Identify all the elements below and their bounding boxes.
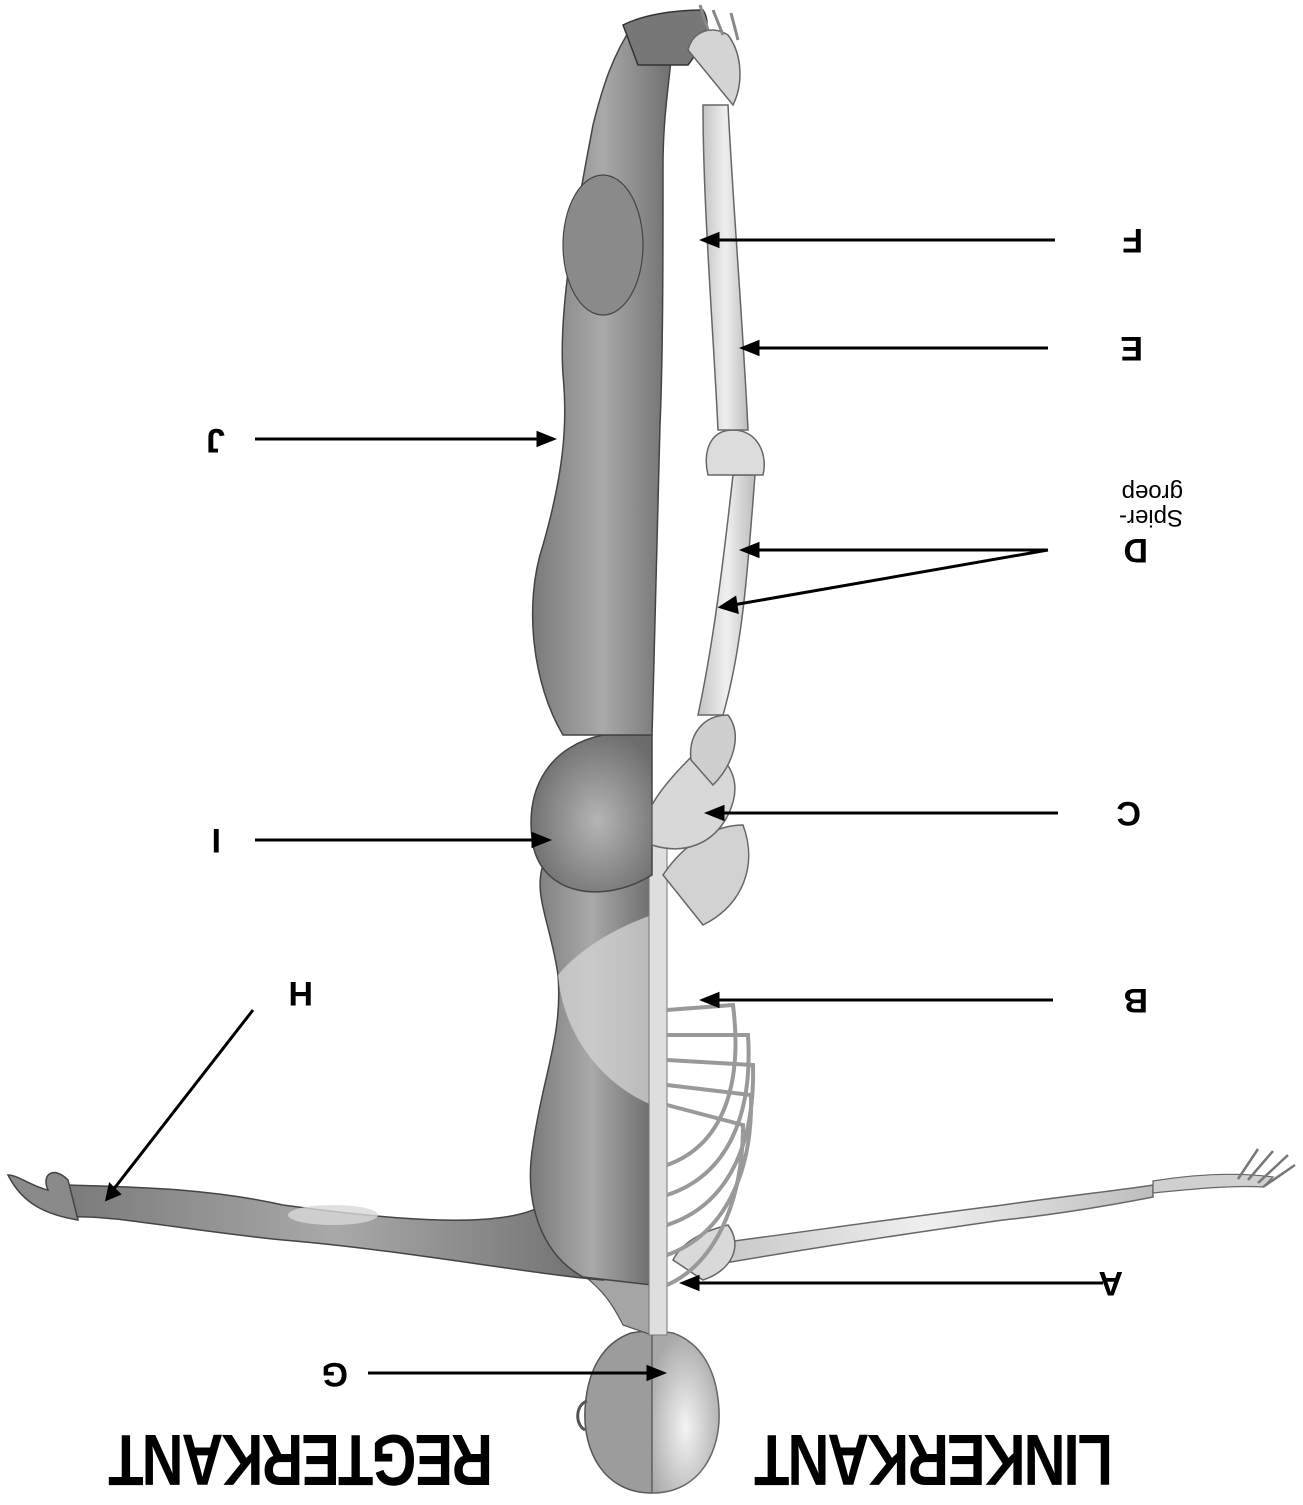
label-D-caption-line1: Spier-	[1119, 505, 1183, 530]
head	[578, 1330, 719, 1493]
muscle-hand	[8, 1173, 78, 1220]
label-H: H	[288, 976, 313, 1010]
calf-muscle	[563, 175, 643, 315]
muscle-torso	[530, 865, 652, 1285]
skull-half	[652, 1330, 719, 1493]
ankle	[688, 30, 740, 105]
arrow-A-head	[683, 1277, 698, 1289]
label-A: A	[1098, 1266, 1123, 1300]
femur	[698, 475, 755, 715]
head-muscle-half	[585, 1330, 652, 1493]
arrow-J-head	[538, 433, 553, 445]
label-D: D	[1123, 533, 1148, 567]
arrow-B-head	[703, 994, 718, 1006]
label-C: C	[1116, 796, 1141, 830]
label-F: F	[1122, 223, 1143, 257]
arrow-H	[113, 1010, 253, 1190]
title-linkerkant: LINKERKANT	[756, 1423, 1113, 1496]
skeleton-arm	[673, 1149, 1295, 1280]
knee	[706, 430, 764, 475]
title-regterkant: REGTERKANT	[110, 1423, 493, 1496]
spine	[649, 825, 667, 1335]
label-B: B	[1123, 983, 1148, 1017]
arrow-F-head	[703, 234, 718, 246]
label-G: G	[322, 1357, 348, 1391]
muscle-leg	[533, 10, 707, 735]
arrow-D2	[733, 550, 1048, 605]
skeleton-hand	[1153, 1174, 1273, 1193]
thigh-and-calf-muscle	[533, 25, 673, 735]
label-E: E	[1120, 331, 1143, 365]
arrow-E-head	[743, 342, 758, 354]
label-D-caption: Spier- groep	[1119, 480, 1183, 530]
label-I: I	[212, 823, 221, 857]
gluteus	[531, 735, 652, 892]
label-J: J	[206, 423, 225, 457]
label-D-caption-line2: groep	[1119, 480, 1183, 505]
skeleton-forearm	[703, 1185, 1153, 1265]
tibia	[703, 105, 748, 430]
muscle-forearm	[68, 1185, 603, 1280]
muscle-arm	[8, 1173, 603, 1280]
tendon-highlight	[288, 1205, 378, 1225]
